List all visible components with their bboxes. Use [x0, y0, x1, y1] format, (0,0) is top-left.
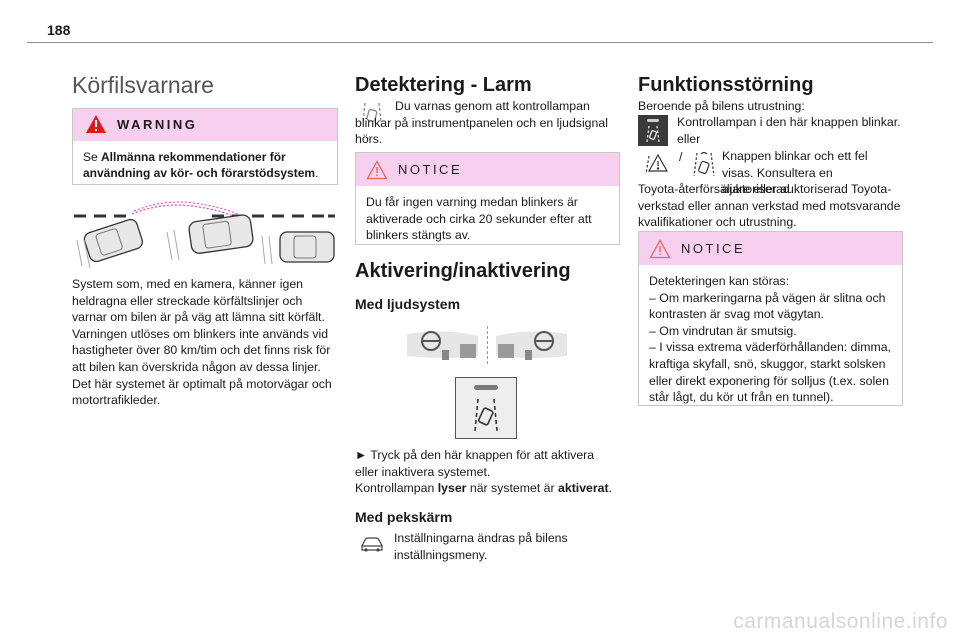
warning-box: WARNING Se Allmänna rekommendationer för…	[72, 108, 338, 185]
notice-line: – I vissa extrema väderförhållanden: dim…	[649, 340, 891, 405]
lane-fault-icon	[645, 153, 669, 175]
section-title-activation: Aktivering/inaktivering	[355, 260, 571, 282]
subtitle-touchscreen: Med pekskärm	[355, 509, 453, 525]
header-divider	[27, 42, 933, 43]
lamp-status-text: Kontrollampan lyser när systemet är akti…	[355, 481, 613, 495]
slash-separator: /	[679, 150, 683, 164]
item1-block: Kontrollampan i den här knappen blinkar.…	[677, 114, 901, 147]
notice-triangle-icon-2	[649, 239, 671, 259]
or-text: eller	[677, 131, 701, 146]
notice-line: – Om vindrutan är smutsig.	[649, 323, 797, 338]
notice-text: Du får ingen varning medan blinkers är a…	[366, 195, 592, 243]
car-settings-icon	[361, 537, 383, 552]
touchscreen-text: Inställningarna ändras på bilens inställ…	[394, 531, 568, 562]
notice-header: NOTICE	[356, 153, 619, 186]
center-divider	[487, 326, 488, 364]
notice-header-2: NOTICE	[639, 232, 902, 265]
notice-box-blinkers: NOTICE Du får ingen varning medan blinke…	[355, 152, 620, 245]
system-description: System som, med en kamera, känner igen h…	[72, 277, 332, 408]
notice-title-2: NOTICE	[681, 241, 746, 256]
malfunction-intro: Beroende på bilens utrustning:	[638, 99, 805, 113]
notice-line: Detekteringen kan störas:	[649, 274, 790, 288]
press-instruction: ► Tryck på den här knappen för att aktiv…	[355, 448, 595, 479]
detection-text: Du varnas genom att kontrollampan blinka…	[355, 99, 608, 147]
page-number: 188	[47, 22, 71, 38]
lane-warning-lamp-icon-2	[693, 151, 715, 177]
notice-box-detection: NOTICE Detekteringen kan störas: – Om ma…	[638, 231, 903, 406]
warning-title: WARNING	[117, 117, 198, 132]
watermark: carmanualsonline.info	[733, 610, 948, 633]
dashboard-left-illustration	[407, 331, 478, 360]
warning-triangle-icon	[86, 115, 106, 133]
notice-line: – Om markeringarna på vägen är slitna oc…	[649, 290, 886, 322]
item1-text: Kontrollampan i den här knappen blinkar.	[677, 115, 901, 129]
section-title-malfunction: Funktionsstörning	[638, 74, 814, 96]
lane-departure-illustration	[74, 201, 335, 269]
notice-triangle-icon	[366, 160, 388, 180]
lane-warning-lamp-icon	[362, 102, 382, 124]
dashboard-right-illustration	[496, 331, 567, 360]
item2-continuation: Toyota-återförsäljare eller auktoriserad…	[638, 182, 901, 230]
lane-button-blinking-icon	[638, 115, 668, 146]
subtitle-audio-system: Med ljudsystem	[355, 296, 461, 312]
notice-text-2: Detekteringen kan störas: – Om markering…	[639, 265, 902, 414]
section-title-detection: Detektering - Larm	[355, 74, 532, 96]
notice-title: NOTICE	[398, 162, 463, 177]
section-title-lane-warning: Körfilsvarnare	[72, 72, 214, 98]
warning-header: WARNING	[73, 109, 337, 141]
lane-assist-button[interactable]	[455, 377, 517, 439]
warning-text: Se Allmänna rekommendationer för användn…	[83, 150, 319, 180]
item2-text: Knappen blinkar och ett fel visas. Konsu…	[722, 149, 868, 197]
